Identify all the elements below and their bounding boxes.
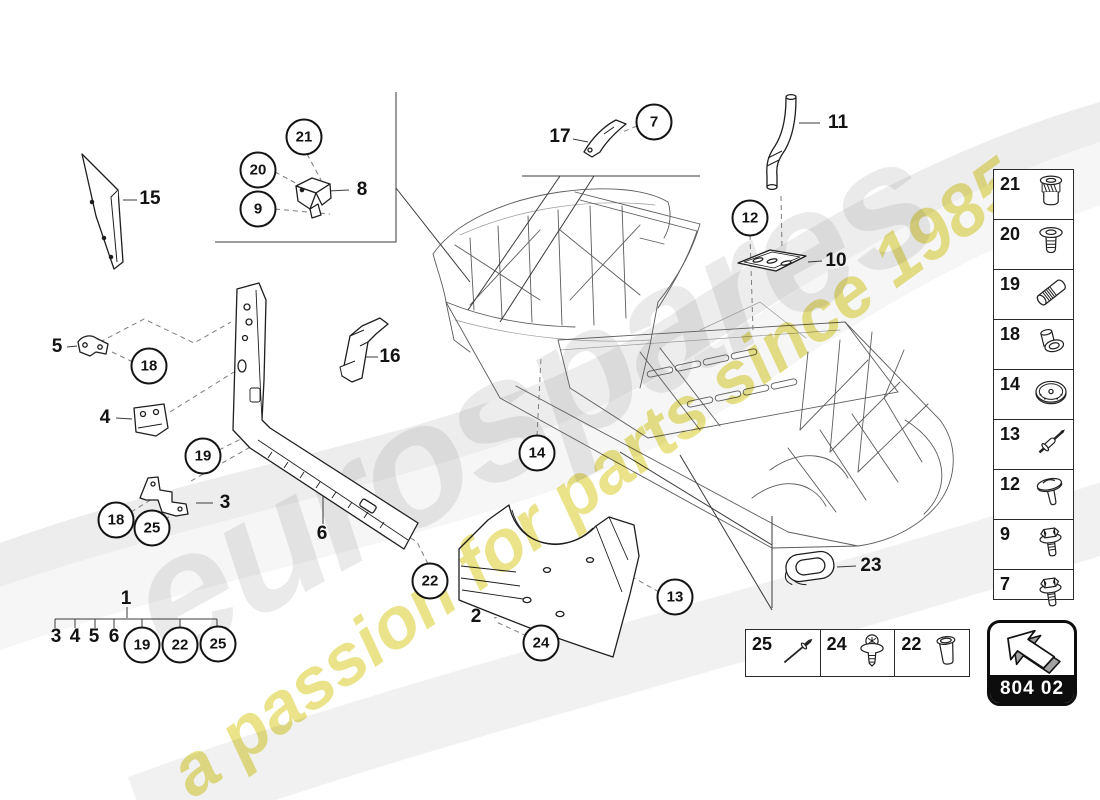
part-2-wheelhouse-panel <box>458 504 640 658</box>
callout-balloon-25-8: 25 <box>133 509 171 547</box>
part-label-6-5: 6 <box>316 523 328 544</box>
part-label-2-11: 2 <box>470 606 482 627</box>
callout-balloon-9-2: 9 <box>239 190 277 228</box>
part-11-tube <box>766 93 797 191</box>
flange-bolt-icon <box>1039 577 1062 607</box>
callout-balloon-18-7: 18 <box>97 501 135 539</box>
fastener-legend-strip: 25 24 22 <box>745 629 970 677</box>
callout-balloon-7-3: 7 <box>635 103 673 141</box>
callout-balloon-24-12: 24 <box>522 624 560 662</box>
long-rivet-icon <box>783 638 813 663</box>
legend-number: 21 <box>1000 174 1021 194</box>
part-label-3-4: 3 <box>219 492 231 513</box>
callout-balloon-20-1: 20 <box>239 151 277 189</box>
legend-number: 13 <box>1000 424 1021 444</box>
leader-lines <box>54 92 857 628</box>
grommet-nut-icon <box>1040 328 1065 353</box>
part-label-16-6: 16 <box>379 346 401 367</box>
legend-number: 14 <box>1000 374 1021 394</box>
knurled-sleeve-icon <box>1036 279 1066 306</box>
legend-number: 12 <box>1000 474 1021 494</box>
callout-balloon-19-13: 19 <box>123 626 161 664</box>
legend-number: 25 <box>752 634 773 654</box>
callout-balloon-25-15: 25 <box>199 625 237 663</box>
washer-screw-vertical-icon <box>860 633 885 667</box>
nav-arrow-icon <box>990 623 1074 675</box>
flange-bolt-icon <box>1039 527 1062 557</box>
callout-balloon-12-4: 12 <box>731 199 769 237</box>
part-label-23-10: 23 <box>860 555 882 576</box>
page-code-box: 804 02 <box>987 620 1077 706</box>
page-code: 804 02 <box>990 675 1074 703</box>
part-5-bracket <box>77 335 109 357</box>
legend-number: 9 <box>1000 524 1011 544</box>
callout-balloon-22-14: 22 <box>161 626 199 664</box>
legend-row-9: 9 <box>994 519 1073 569</box>
inset-border <box>215 92 700 323</box>
legend-row-13: 13 <box>994 419 1073 469</box>
legend-number: 18 <box>1000 324 1021 344</box>
legend-cell-25: 25 <box>746 630 820 676</box>
round-plate-icon <box>1035 380 1067 405</box>
legend-number: 19 <box>1000 274 1021 294</box>
part-label-4-3: 4 <box>99 407 111 428</box>
part-4-bracket <box>133 403 169 437</box>
part-16-bracket <box>339 317 389 383</box>
legend-row-18: 18 <box>994 319 1073 369</box>
fastener-legend-sidebar: 21 20 19 18 14 13 12 <box>993 169 1074 607</box>
part-10-plate <box>737 249 807 272</box>
washer-screw-icon <box>1036 477 1063 506</box>
part-15-side-panel <box>81 153 124 270</box>
callout-balloon-21-0: 21 <box>285 118 323 156</box>
part-label-17-7: 17 <box>549 126 571 147</box>
callout-balloon-18-5: 18 <box>130 347 168 385</box>
callout-balloon-13-11: 13 <box>656 578 694 616</box>
legend-row-20: 20 <box>994 219 1073 269</box>
part-label-1-12: 1 <box>120 588 132 609</box>
blind-rivet-icon <box>1038 429 1066 454</box>
callout-balloon-14-9: 14 <box>518 434 556 472</box>
part-17-bracket <box>583 119 627 158</box>
legend-cell-22: 22 <box>894 630 969 676</box>
part-label-11-8: 11 <box>827 112 849 133</box>
part-8-bracket <box>295 177 332 219</box>
legend-number: 7 <box>1000 574 1011 594</box>
legend-number: 24 <box>826 634 847 654</box>
callout-balloon-19-6: 19 <box>184 437 222 475</box>
part-label-8-1: 8 <box>356 179 368 200</box>
rivet-nut-icon <box>1039 175 1063 206</box>
part-label-6-16: 6 <box>108 626 120 647</box>
legend-number: 20 <box>1000 224 1021 244</box>
part-label-3-13: 3 <box>50 626 62 647</box>
part-23-grommet <box>784 550 835 586</box>
legend-row-19: 19 <box>994 269 1073 319</box>
chassis-drawing <box>432 188 954 549</box>
part-label-5-15: 5 <box>88 626 100 647</box>
legend-row-7: 7 <box>994 569 1073 619</box>
part-label-10-9: 10 <box>825 250 847 271</box>
tube-sleeve-icon <box>936 635 956 665</box>
part-6-pillar-and-sill <box>232 282 419 550</box>
legend-row-12: 12 <box>994 469 1073 519</box>
part-label-15-0: 15 <box>139 188 161 209</box>
part-3-bracket <box>139 476 189 517</box>
legend-row-21: 21 <box>994 170 1073 219</box>
part-label-4-14: 4 <box>69 626 81 647</box>
floor-slots <box>646 348 798 408</box>
plastic-rivet-icon <box>1039 227 1063 254</box>
part-label-5-2: 5 <box>51 336 63 357</box>
legend-row-14: 14 <box>994 369 1073 419</box>
legend-number: 22 <box>901 634 922 654</box>
legend-cell-24: 24 <box>819 630 895 676</box>
callout-balloon-22-10: 22 <box>411 562 449 600</box>
